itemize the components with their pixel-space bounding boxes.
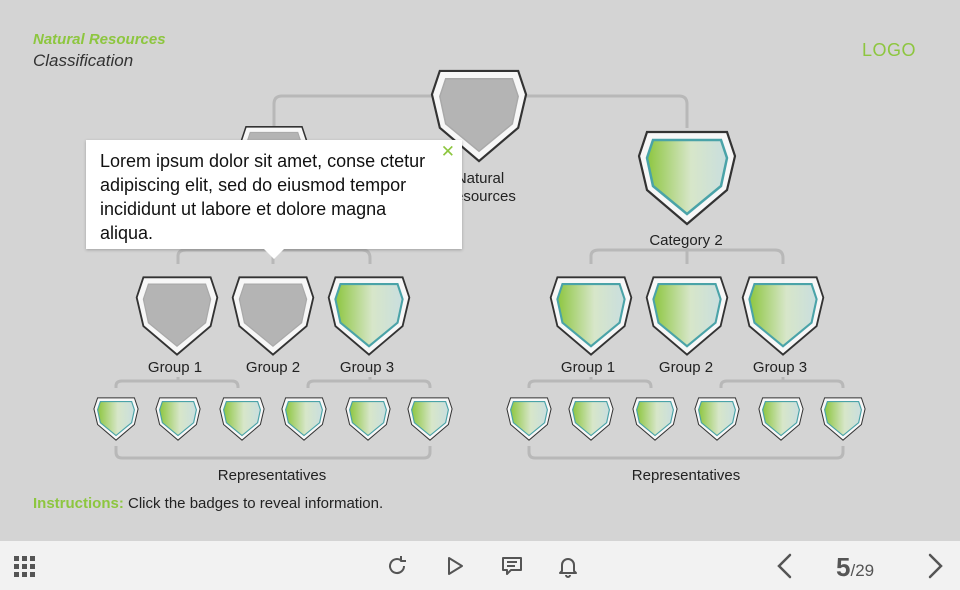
- classification-tree: [93, 69, 866, 460]
- instructions-text: Click the badges to reveal information.: [123, 495, 384, 512]
- chevron-right-icon[interactable]: [920, 541, 950, 590]
- right-group2-label: Group 2: [658, 359, 714, 376]
- slide-stage: Natural Resources Classification LOGO: [33, 31, 917, 512]
- notes-icon[interactable]: [497, 541, 527, 590]
- tree-connectors: [114, 94, 845, 460]
- instructions: Instructions: Click the badges to reveal…: [33, 495, 383, 512]
- page-counter: 5/29: [836, 552, 874, 583]
- right-rep-badge-6[interactable]: [820, 397, 866, 441]
- left-rep-badge-2[interactable]: [155, 397, 201, 441]
- right-group1-label: Group 1: [560, 359, 616, 376]
- info-popup: Lorem ipsum dolor sit amet, conse ctetur…: [86, 140, 462, 259]
- slide-subtitle: Classification: [33, 51, 134, 70]
- right-rep-badge-4[interactable]: [694, 397, 740, 441]
- info-popup-text: Lorem ipsum dolor sit amet, conse ctetur…: [100, 151, 426, 243]
- left-rep-badge-1[interactable]: [93, 397, 139, 441]
- play-icon[interactable]: [440, 541, 470, 590]
- replay-icon[interactable]: [382, 541, 412, 590]
- player-toolbar: [0, 541, 960, 590]
- instructions-label: Instructions:: [33, 495, 124, 512]
- right-group3-badge[interactable]: [741, 276, 825, 356]
- grid-menu-icon[interactable]: [8, 541, 42, 590]
- left-group3-label: Group 3: [339, 359, 395, 376]
- left-rep-badge-6[interactable]: [407, 397, 453, 441]
- right-rep-badge-2[interactable]: [568, 397, 614, 441]
- category2-label: Category 2: [649, 232, 723, 249]
- course-title: Natural Resources: [33, 31, 166, 48]
- left-representatives-label: Representatives: [217, 467, 327, 484]
- right-rep-badge-3[interactable]: [632, 397, 678, 441]
- left-rep-badge-3[interactable]: [219, 397, 265, 441]
- left-group2-badge[interactable]: [231, 276, 315, 356]
- right-group3-label: Group 3: [752, 359, 808, 376]
- bell-icon[interactable]: [553, 541, 583, 590]
- right-rep-badge-5[interactable]: [758, 397, 804, 441]
- left-group1-badge[interactable]: [135, 276, 219, 356]
- right-group2-badge[interactable]: [645, 276, 729, 356]
- chevron-left-icon[interactable]: [770, 541, 800, 590]
- close-icon[interactable]: ✕: [440, 142, 455, 161]
- left-rep-badge-5[interactable]: [345, 397, 391, 441]
- logo: LOGO: [862, 40, 917, 60]
- left-rep-badge-4[interactable]: [281, 397, 327, 441]
- right-representatives-label: Representatives: [631, 467, 741, 484]
- category2-badge[interactable]: [637, 130, 737, 226]
- left-group2-label: Group 2: [245, 359, 301, 376]
- left-group1-label: Group 1: [147, 359, 203, 376]
- page-total: /29: [850, 561, 875, 580]
- right-rep-badge-1[interactable]: [506, 397, 552, 441]
- root-label: Natural Resources: [444, 170, 516, 205]
- page-current: 5: [836, 552, 851, 582]
- left-group3-badge[interactable]: [327, 276, 411, 356]
- popup-pointer: [264, 249, 284, 259]
- right-group1-badge[interactable]: [549, 276, 633, 356]
